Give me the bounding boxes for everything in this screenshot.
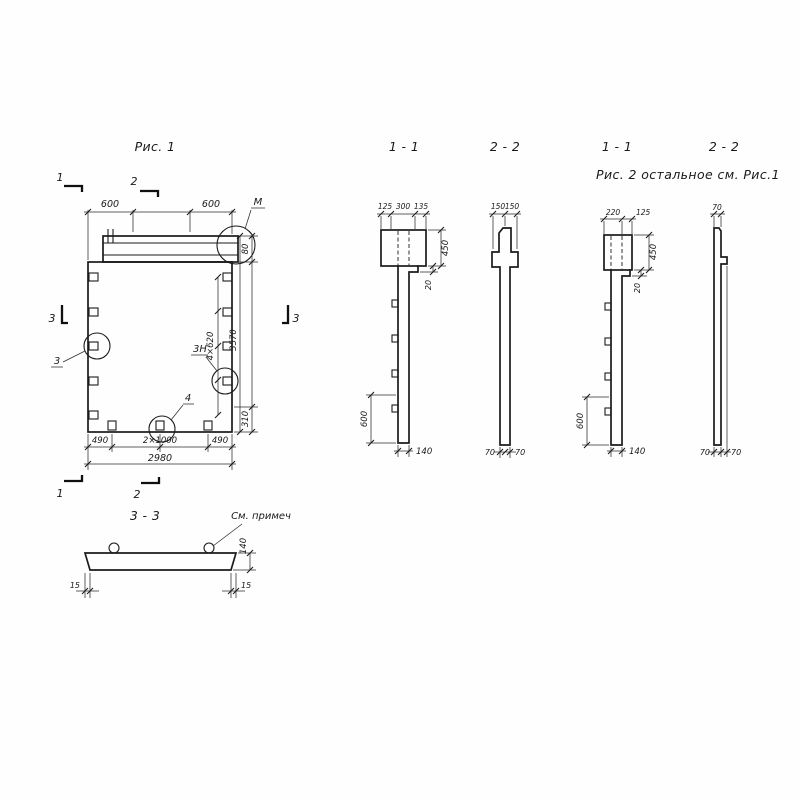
dim-70-right: 70 bbox=[515, 448, 525, 457]
dim-20-fig2: 20 bbox=[633, 283, 642, 293]
detail-circle-3 bbox=[83, 332, 111, 360]
post-head bbox=[380, 229, 427, 267]
dim-125: 125 bbox=[378, 202, 393, 211]
cut-label-2-bottom: 2 bbox=[134, 488, 141, 501]
detail-label-3: 3 bbox=[54, 356, 60, 367]
detail-label-m: М bbox=[254, 197, 263, 208]
dim-bottom-310: 310 bbox=[241, 411, 251, 427]
section-2-2-fig2: 2 - 2 70 70 70 bbox=[700, 139, 741, 457]
section-2-2-left: 2 - 2 150 150 70 70 bbox=[485, 139, 525, 458]
section-3-3-title: 3 - 3 bbox=[130, 508, 160, 523]
cut-label-1-top: 1 bbox=[57, 171, 64, 184]
cut-label-2-top: 2 bbox=[131, 175, 138, 188]
dim-135: 135 bbox=[414, 202, 429, 211]
cut-mark-1-top bbox=[64, 184, 84, 192]
slab-profile bbox=[83, 552, 238, 571]
section-2-2-fig2-title: 2 - 2 bbox=[709, 139, 739, 154]
dim-70-top-fig2: 70 bbox=[712, 203, 722, 212]
dim-top-600-right: 600 bbox=[202, 199, 220, 210]
dim-total-height-3570: 3570 bbox=[229, 329, 239, 351]
dim-450-fig2: 450 bbox=[649, 244, 659, 260]
cut-mark-3-left bbox=[60, 305, 68, 325]
figure2-caption: Рис. 2 остальное см. Рис.1 bbox=[596, 167, 780, 182]
dim-bottom-490-right: 490 bbox=[212, 436, 228, 446]
figure2: Рис. 2 остальное см. Рис.1 1 - 1 220 125… bbox=[576, 139, 780, 457]
fig1-bottom-dims: 490 2×1000 490 2980 bbox=[84, 434, 236, 470]
dim-70-right-fig2: 70 bbox=[731, 448, 741, 457]
dim-300: 300 bbox=[396, 202, 411, 211]
cut-mark-1-bottom bbox=[64, 475, 84, 483]
dim-70-left: 70 bbox=[485, 448, 495, 457]
dim-20: 20 bbox=[424, 280, 433, 290]
dim-140: 140 bbox=[416, 447, 432, 457]
post-stem bbox=[397, 265, 419, 444]
top-beam bbox=[102, 229, 239, 263]
dim-15-left: 15 bbox=[70, 581, 80, 590]
dim-bottom-2x1000: 2×1000 bbox=[143, 436, 177, 446]
dim-70-left-fig2: 70 bbox=[700, 448, 710, 457]
section-3-3: 3 - 3 См. примеч 140 15 15 bbox=[70, 508, 291, 598]
note-see-remarks: См. примеч bbox=[231, 511, 291, 522]
dim-600-fig2: 600 bbox=[576, 413, 586, 429]
dim-150-left: 150 bbox=[491, 202, 506, 211]
cut-label-3-left: 3 bbox=[49, 312, 56, 325]
figure1-plan: Рис. 1 1 2 3 3 1 2 bbox=[49, 139, 300, 501]
fig1-right-dims: 3570 80 310 4×620 bbox=[206, 232, 258, 436]
cut-label-1-bottom: 1 bbox=[57, 487, 64, 500]
dim-slab-140: 140 bbox=[239, 538, 249, 554]
post-head-fig2 bbox=[603, 234, 633, 271]
lifting-loop-left bbox=[108, 542, 120, 554]
section-1-1-fig2: 1 - 1 220 125 450 20 bbox=[576, 139, 659, 457]
dim-140-fig2: 140 bbox=[629, 447, 645, 457]
section-1-1-left-title: 1 - 1 bbox=[389, 139, 419, 154]
dim-220: 220 bbox=[606, 208, 621, 217]
panel-body bbox=[87, 261, 233, 433]
detail-circle-3n bbox=[211, 367, 239, 395]
detail-circle-4 bbox=[148, 415, 176, 443]
post-stem-fig2 bbox=[610, 269, 631, 446]
detail-label-3n: 3Н bbox=[193, 344, 207, 355]
dim-bottom-490-left: 490 bbox=[92, 436, 108, 446]
dim-150-right: 150 bbox=[505, 202, 520, 211]
figure1-title: Рис. 1 bbox=[135, 139, 176, 154]
dim-top-600-left: 600 bbox=[101, 199, 119, 210]
dim-beam-80: 80 bbox=[241, 244, 251, 255]
dim-450: 450 bbox=[441, 240, 451, 256]
cut-label-3-right: 3 bbox=[293, 312, 300, 325]
section-2-2-left-title: 2 - 2 bbox=[490, 139, 520, 154]
dim-125-fig2: 125 bbox=[636, 208, 651, 217]
section-1-1-fig2-title: 1 - 1 bbox=[602, 139, 632, 154]
post-side-profile bbox=[491, 227, 519, 446]
cut-mark-2-top bbox=[140, 189, 160, 197]
detail-circle-m bbox=[216, 225, 256, 265]
fig1-top-dims: 600 600 bbox=[84, 199, 236, 260]
dim-total-2980: 2980 bbox=[148, 453, 172, 464]
lifting-loop-right bbox=[203, 542, 215, 554]
post-side-profile-fig2 bbox=[713, 227, 728, 446]
section-1-1-left: 1 - 1 125 300 135 450 20 600 bbox=[360, 139, 451, 457]
detail-label-4: 4 bbox=[185, 393, 191, 404]
cut-mark-2-bottom bbox=[141, 477, 161, 485]
cut-mark-3-right bbox=[282, 305, 290, 325]
dim-15-right: 15 bbox=[241, 581, 251, 590]
dim-spacing-4x620: 4×620 bbox=[206, 332, 216, 361]
dim-600: 600 bbox=[360, 411, 370, 427]
